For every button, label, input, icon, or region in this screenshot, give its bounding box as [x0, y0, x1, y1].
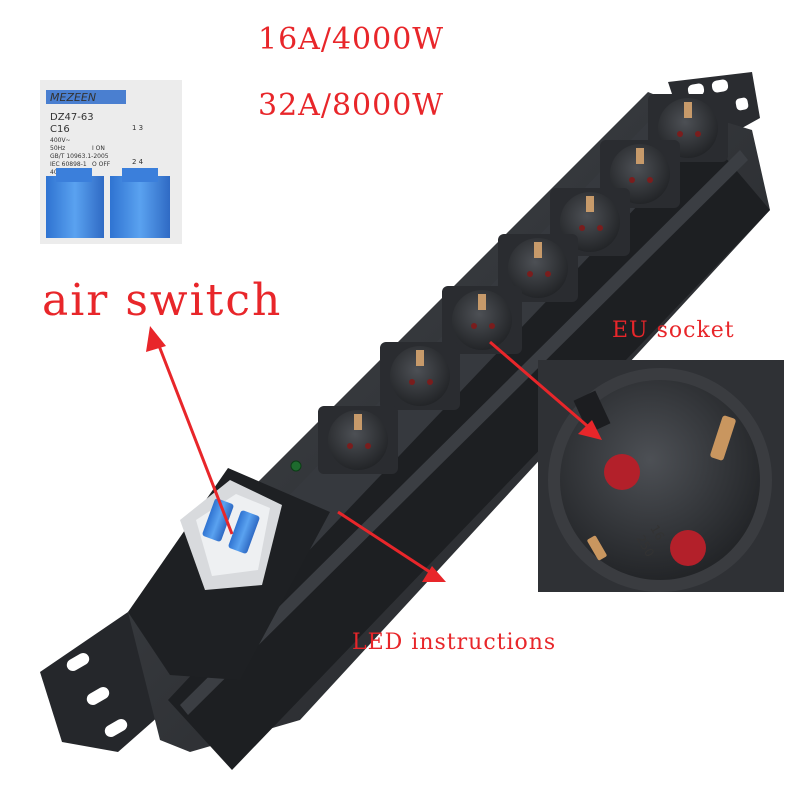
breaker-spec-4: IEC 60898-1	[50, 161, 87, 168]
socket-row	[318, 94, 728, 474]
breaker-housing	[128, 468, 330, 680]
rating-32a: 32A/8000W	[258, 88, 445, 123]
rating-16a: 16A/4000W	[258, 22, 445, 57]
breaker-spec-1: 400V~	[50, 137, 71, 144]
breaker-terminals-top: 1 3	[132, 124, 143, 132]
breaker-brand: MEZEEN	[50, 91, 96, 104]
arrow-to-led	[337, 510, 446, 582]
breaker-photo: MEZEEN DZ47-63 C16 400V~ 50Hz GB/T 10963…	[40, 80, 182, 244]
breaker-rating: C16	[50, 124, 70, 135]
eu-socket-label: EU socket	[612, 318, 735, 343]
eu-socket-inset: 16 250	[538, 360, 784, 592]
svg-text:16: 16	[647, 523, 667, 543]
arrow-to-socket	[489, 340, 602, 440]
mount-ear-bottom	[40, 612, 168, 752]
breaker-model: DZ47-63	[50, 112, 94, 123]
breaker-spec-3: GB/T 10963.1-2005	[50, 153, 109, 160]
socket	[318, 406, 398, 474]
breaker-off: O OFF	[92, 161, 111, 168]
arrow-to-breaker	[146, 326, 234, 535]
breaker-on: I ON	[92, 145, 105, 152]
socket	[498, 234, 578, 302]
led-indicator	[290, 460, 302, 472]
socket	[380, 342, 460, 410]
breaker-terminals-bottom: 2 4	[132, 158, 144, 166]
air-switch-label: air switch	[42, 275, 283, 326]
led-instructions-label: LED instructions	[352, 630, 557, 655]
socket	[442, 286, 522, 354]
breaker-spec-2: 50Hz	[50, 145, 65, 152]
